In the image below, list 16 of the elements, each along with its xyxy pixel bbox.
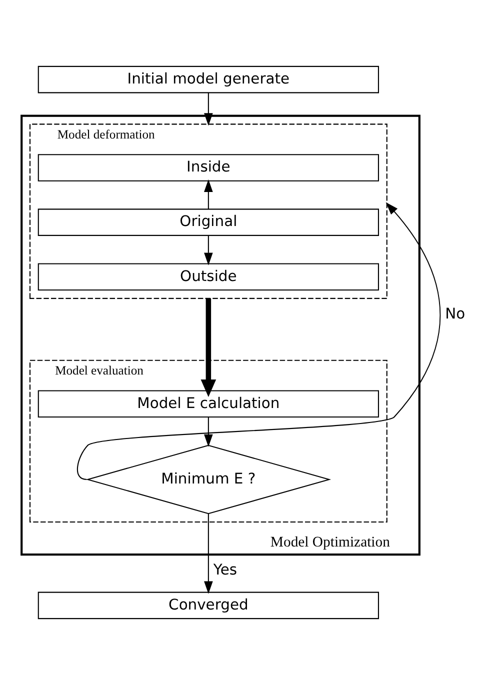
- arrow: [204, 179, 212, 210]
- node-box: Outside: [37, 263, 378, 291]
- node-box: Converged: [37, 592, 378, 620]
- arrow: [204, 514, 212, 594]
- node-box: Original: [37, 208, 378, 236]
- edge-label: Yes: [212, 562, 237, 579]
- node-box: Model E calculation: [37, 390, 378, 418]
- node-box: Initial model generate: [37, 66, 378, 94]
- edge-label: No: [444, 306, 465, 323]
- arrow: [76, 202, 440, 480]
- arrow: [204, 236, 212, 266]
- arrow: [204, 92, 212, 126]
- arrow: [204, 417, 212, 447]
- node-box: Inside: [37, 154, 378, 182]
- node-diamond: Minimum E ?: [85, 444, 331, 514]
- arrow: [200, 298, 216, 398]
